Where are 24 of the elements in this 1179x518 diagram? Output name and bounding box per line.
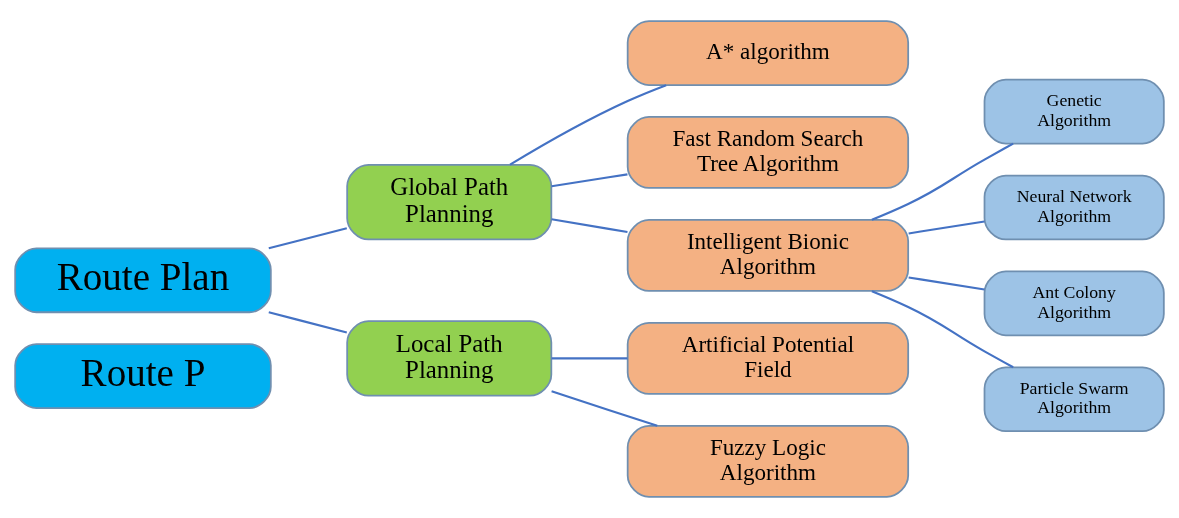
connector [871, 142, 1014, 221]
node-box: Local Path Planning [346, 320, 553, 397]
node-box: Intelligent Bionic Algorithm [626, 219, 910, 292]
connector [908, 276, 985, 291]
connector [871, 290, 1014, 369]
connector [509, 84, 667, 166]
connector [551, 218, 628, 234]
node-box: Fast Random Search Tree Algorithm [626, 116, 910, 189]
node-box: Particle Swarm Algorithm [983, 366, 1165, 433]
node-box: Fuzzy Logic Algorithm [626, 425, 910, 498]
node-box: Artificial Potential Field [626, 322, 910, 395]
connector [551, 357, 628, 360]
node-box: A* algorithm [626, 20, 910, 86]
connector [551, 390, 658, 427]
node-box: Neural Network Algorithm [983, 174, 1165, 241]
node-box: Global Path Planning [346, 164, 553, 241]
node-box: Route Plan [14, 247, 272, 314]
connector [908, 220, 985, 235]
connector [268, 227, 348, 250]
connector [551, 173, 628, 188]
node-box: Route P [14, 343, 272, 409]
node-box: Ant Colony Algorithm [983, 270, 1165, 337]
connector [268, 311, 348, 334]
node-box: Genetic Algorithm [983, 78, 1165, 145]
